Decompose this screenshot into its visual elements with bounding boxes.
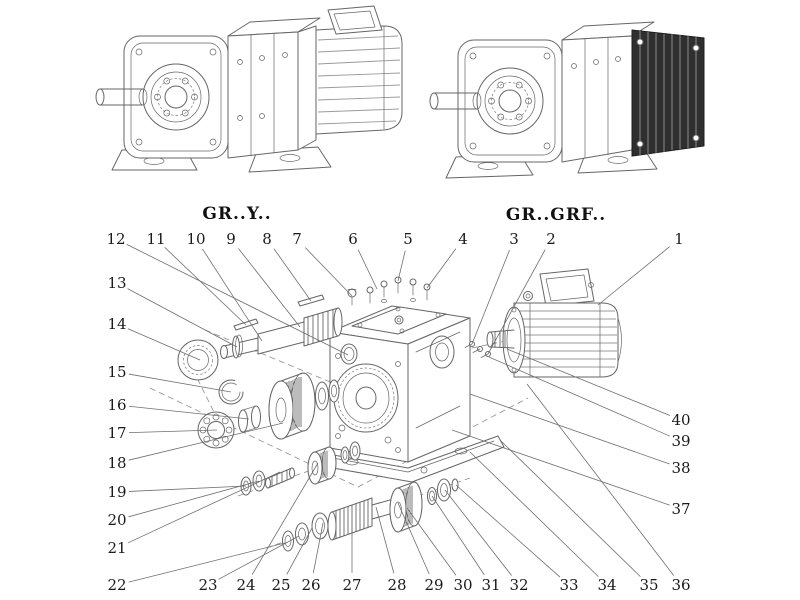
part-number-26: 26 xyxy=(301,576,320,594)
part-number-30: 30 xyxy=(453,576,472,594)
part-number-23: 23 xyxy=(198,576,217,594)
part-number-2: 2 xyxy=(546,230,556,248)
leader-line-7 xyxy=(305,247,353,297)
leader-line-6 xyxy=(357,249,378,290)
part-number-19: 19 xyxy=(107,483,126,501)
part-number-27: 27 xyxy=(342,576,361,594)
leader-line-26 xyxy=(312,522,324,574)
part-number-16: 16 xyxy=(107,396,126,414)
part-number-15: 15 xyxy=(107,363,126,381)
cover-bolt xyxy=(366,276,431,304)
leader-line-1 xyxy=(597,246,670,306)
output-gear-set xyxy=(282,478,459,552)
part-number-28: 28 xyxy=(387,576,406,594)
part-number-32: 32 xyxy=(509,576,528,594)
leader-line-31 xyxy=(431,495,485,576)
leader-line-32 xyxy=(444,489,512,576)
part-number-8: 8 xyxy=(262,230,272,248)
leader-line-14 xyxy=(127,328,201,361)
part-number-20: 20 xyxy=(107,511,126,529)
part-number-17: 17 xyxy=(107,424,126,442)
leader-line-8 xyxy=(273,248,312,302)
leader-line-36 xyxy=(526,383,675,576)
part-number-34: 34 xyxy=(597,576,616,594)
part-number-29: 29 xyxy=(424,576,443,594)
electric-motor xyxy=(486,268,622,378)
leader-line-28 xyxy=(375,506,395,574)
model-label-gr-grf: GR..GRF.. xyxy=(506,205,606,225)
part-number-13: 13 xyxy=(107,274,126,292)
part-number-33: 33 xyxy=(559,576,578,594)
cover-and-bolts xyxy=(347,276,491,358)
leader-line-24 xyxy=(251,462,319,575)
leader-line-38 xyxy=(469,393,670,465)
part-number-37: 37 xyxy=(671,500,690,518)
leader-line-12 xyxy=(126,244,349,356)
part-number-21: 21 xyxy=(107,539,126,557)
leader-line-22 xyxy=(128,542,286,583)
leader-line-18 xyxy=(128,422,284,461)
leader-line-37 xyxy=(451,429,670,506)
part-number-1: 1 xyxy=(674,230,684,248)
leader-line-25 xyxy=(286,527,313,575)
part-number-25: 25 xyxy=(271,576,290,594)
part-number-12: 12 xyxy=(106,230,125,248)
input-shaft-assembly xyxy=(220,294,358,365)
leader-line-10 xyxy=(202,248,263,342)
part-number-6: 6 xyxy=(348,230,358,248)
leader-line-34 xyxy=(469,451,599,577)
drawing-gr-grf xyxy=(429,21,705,179)
part-number-39: 39 xyxy=(671,432,690,450)
part-number-3: 3 xyxy=(509,230,519,248)
leader-line-5 xyxy=(397,250,406,282)
leader-line-3 xyxy=(471,249,510,345)
motor-studs xyxy=(464,341,491,358)
part-number-35: 35 xyxy=(639,576,658,594)
vent-plug xyxy=(347,288,357,306)
leader-line-21 xyxy=(127,471,281,544)
leader-line-40 xyxy=(506,348,671,416)
leader-line-39 xyxy=(488,356,671,437)
model-label-gr-y: GR..Y.. xyxy=(202,204,271,224)
leader-line-11 xyxy=(164,247,247,326)
part-number-7: 7 xyxy=(292,230,302,248)
part-number-10: 10 xyxy=(186,230,205,248)
leader-line-9 xyxy=(238,248,301,328)
leader-line-13 xyxy=(127,288,238,348)
leader-line-15 xyxy=(128,373,232,393)
part-number-38: 38 xyxy=(671,459,690,477)
part-number-22: 22 xyxy=(107,576,126,594)
leader-line-4 xyxy=(426,248,457,289)
part-number-11: 11 xyxy=(146,230,165,248)
leader-line-2 xyxy=(487,249,546,355)
part-number-31: 31 xyxy=(481,576,500,594)
drawing-gr-y xyxy=(95,5,403,173)
leader-line-19 xyxy=(128,485,247,492)
leader-line-29 xyxy=(397,502,430,575)
leader-line-17 xyxy=(128,429,218,434)
part-number-14: 14 xyxy=(107,315,126,333)
leader-line-16 xyxy=(128,405,250,420)
part-number-36: 36 xyxy=(671,576,690,594)
leader-line-35 xyxy=(499,439,641,577)
part-number-18: 18 xyxy=(107,454,126,472)
part-number-40: 40 xyxy=(671,411,690,429)
part-number-5: 5 xyxy=(403,230,413,248)
toothed-gear xyxy=(268,372,340,440)
part-number-4: 4 xyxy=(458,230,468,248)
exploded-view xyxy=(149,268,622,552)
part-number-9: 9 xyxy=(226,230,236,248)
leader-line-33 xyxy=(455,484,561,578)
leader-line-30 xyxy=(406,507,457,576)
leader-line-23 xyxy=(218,535,300,580)
leader-line-20 xyxy=(128,480,260,518)
part-number-24: 24 xyxy=(236,576,255,594)
